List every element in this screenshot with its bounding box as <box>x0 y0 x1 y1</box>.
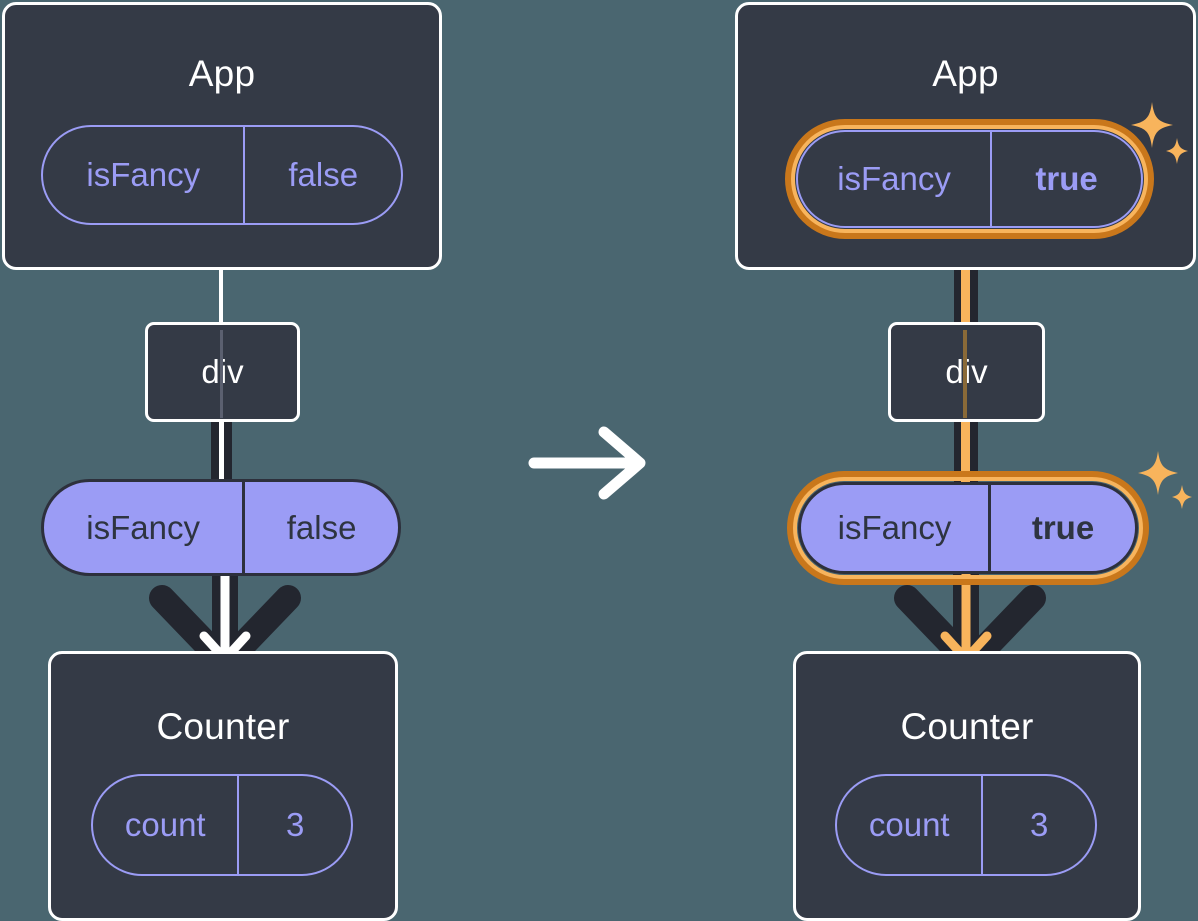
app-state-pill-key-right: isFancy <box>837 160 951 197</box>
app-state-pill-left: isFancy false <box>41 125 403 225</box>
props-pill-value-left: false <box>242 482 398 573</box>
props-pill-value-right: true <box>988 485 1135 571</box>
transition-right-arrow-icon <box>528 424 650 502</box>
counter-state-pill-value-right: 3 <box>981 776 1095 874</box>
props-to-counter-arrow-left <box>140 570 310 675</box>
sparkle-icon-app-right <box>1128 100 1190 172</box>
props-pill-right: isFancy true <box>798 482 1138 574</box>
connector-through-div-right <box>963 330 967 418</box>
app-state-pill-right: isFancy true <box>796 130 1143 228</box>
app-title-right: App <box>932 53 999 94</box>
props-pill-key-left: isFancy <box>86 508 200 546</box>
app-state-pill-key-left: isFancy <box>86 156 201 193</box>
app-title-left: App <box>188 53 256 94</box>
counter-title-right: Counter <box>900 706 1034 747</box>
connector-div-to-props-left-core <box>219 418 224 486</box>
props-pill-left: isFancy false <box>41 479 401 576</box>
counter-state-pill-right: count 3 <box>835 774 1097 876</box>
connector-app-to-div-right-core <box>961 222 970 326</box>
counter-title-left: Counter <box>156 706 290 747</box>
app-state-pill-value-right: true <box>990 132 1141 226</box>
props-pill-key-right: isFancy <box>837 509 952 546</box>
connector-div-to-props-right-core <box>961 418 970 486</box>
connector-through-div-left <box>220 330 223 418</box>
counter-state-pill-left: count 3 <box>91 774 353 876</box>
app-state-pill-value-left: false <box>243 127 401 223</box>
counter-state-pill-key-left: count <box>124 806 206 843</box>
counter-state-pill-value-left: 3 <box>237 776 351 874</box>
connector-app-to-div-left <box>219 268 223 326</box>
sparkle-icon-props-right <box>1136 449 1194 517</box>
counter-state-pill-key-right: count <box>868 806 950 843</box>
